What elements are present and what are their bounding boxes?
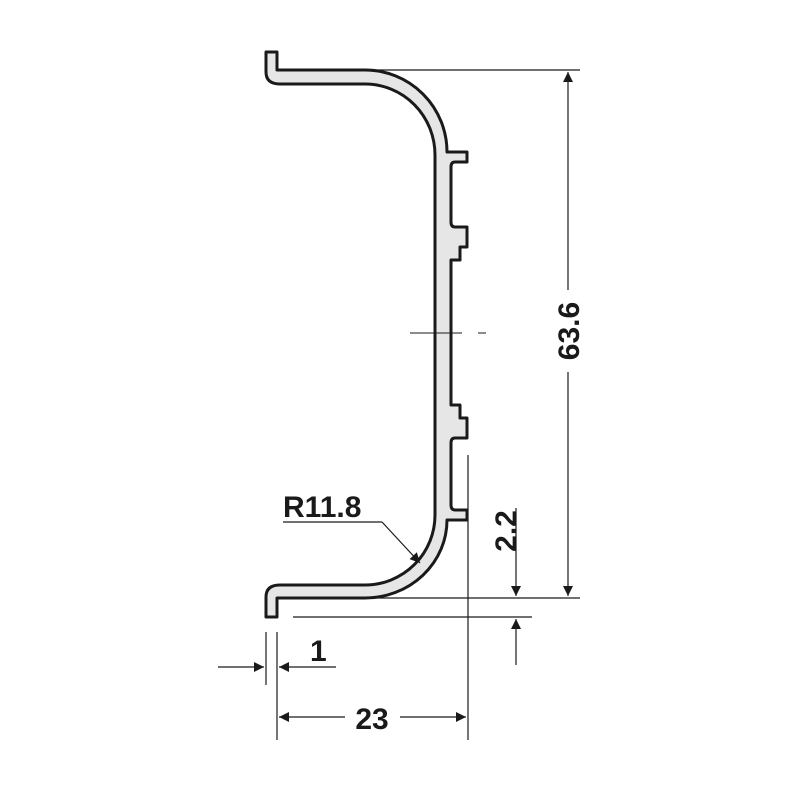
radius-label: R11.8 [283, 491, 361, 524]
radius-leader [283, 521, 421, 564]
depth-label: 23 [355, 703, 388, 736]
lip-thickness-label: 1 [310, 635, 327, 668]
handle-profile-section [264, 50, 469, 619]
lip-offset-dimension [293, 455, 532, 740]
height-dimension [370, 69, 580, 599]
lip-thickness-dimension [218, 632, 336, 740]
height-label: 63.6 [553, 302, 586, 360]
lip-offset-label: 2.2 [490, 510, 523, 552]
